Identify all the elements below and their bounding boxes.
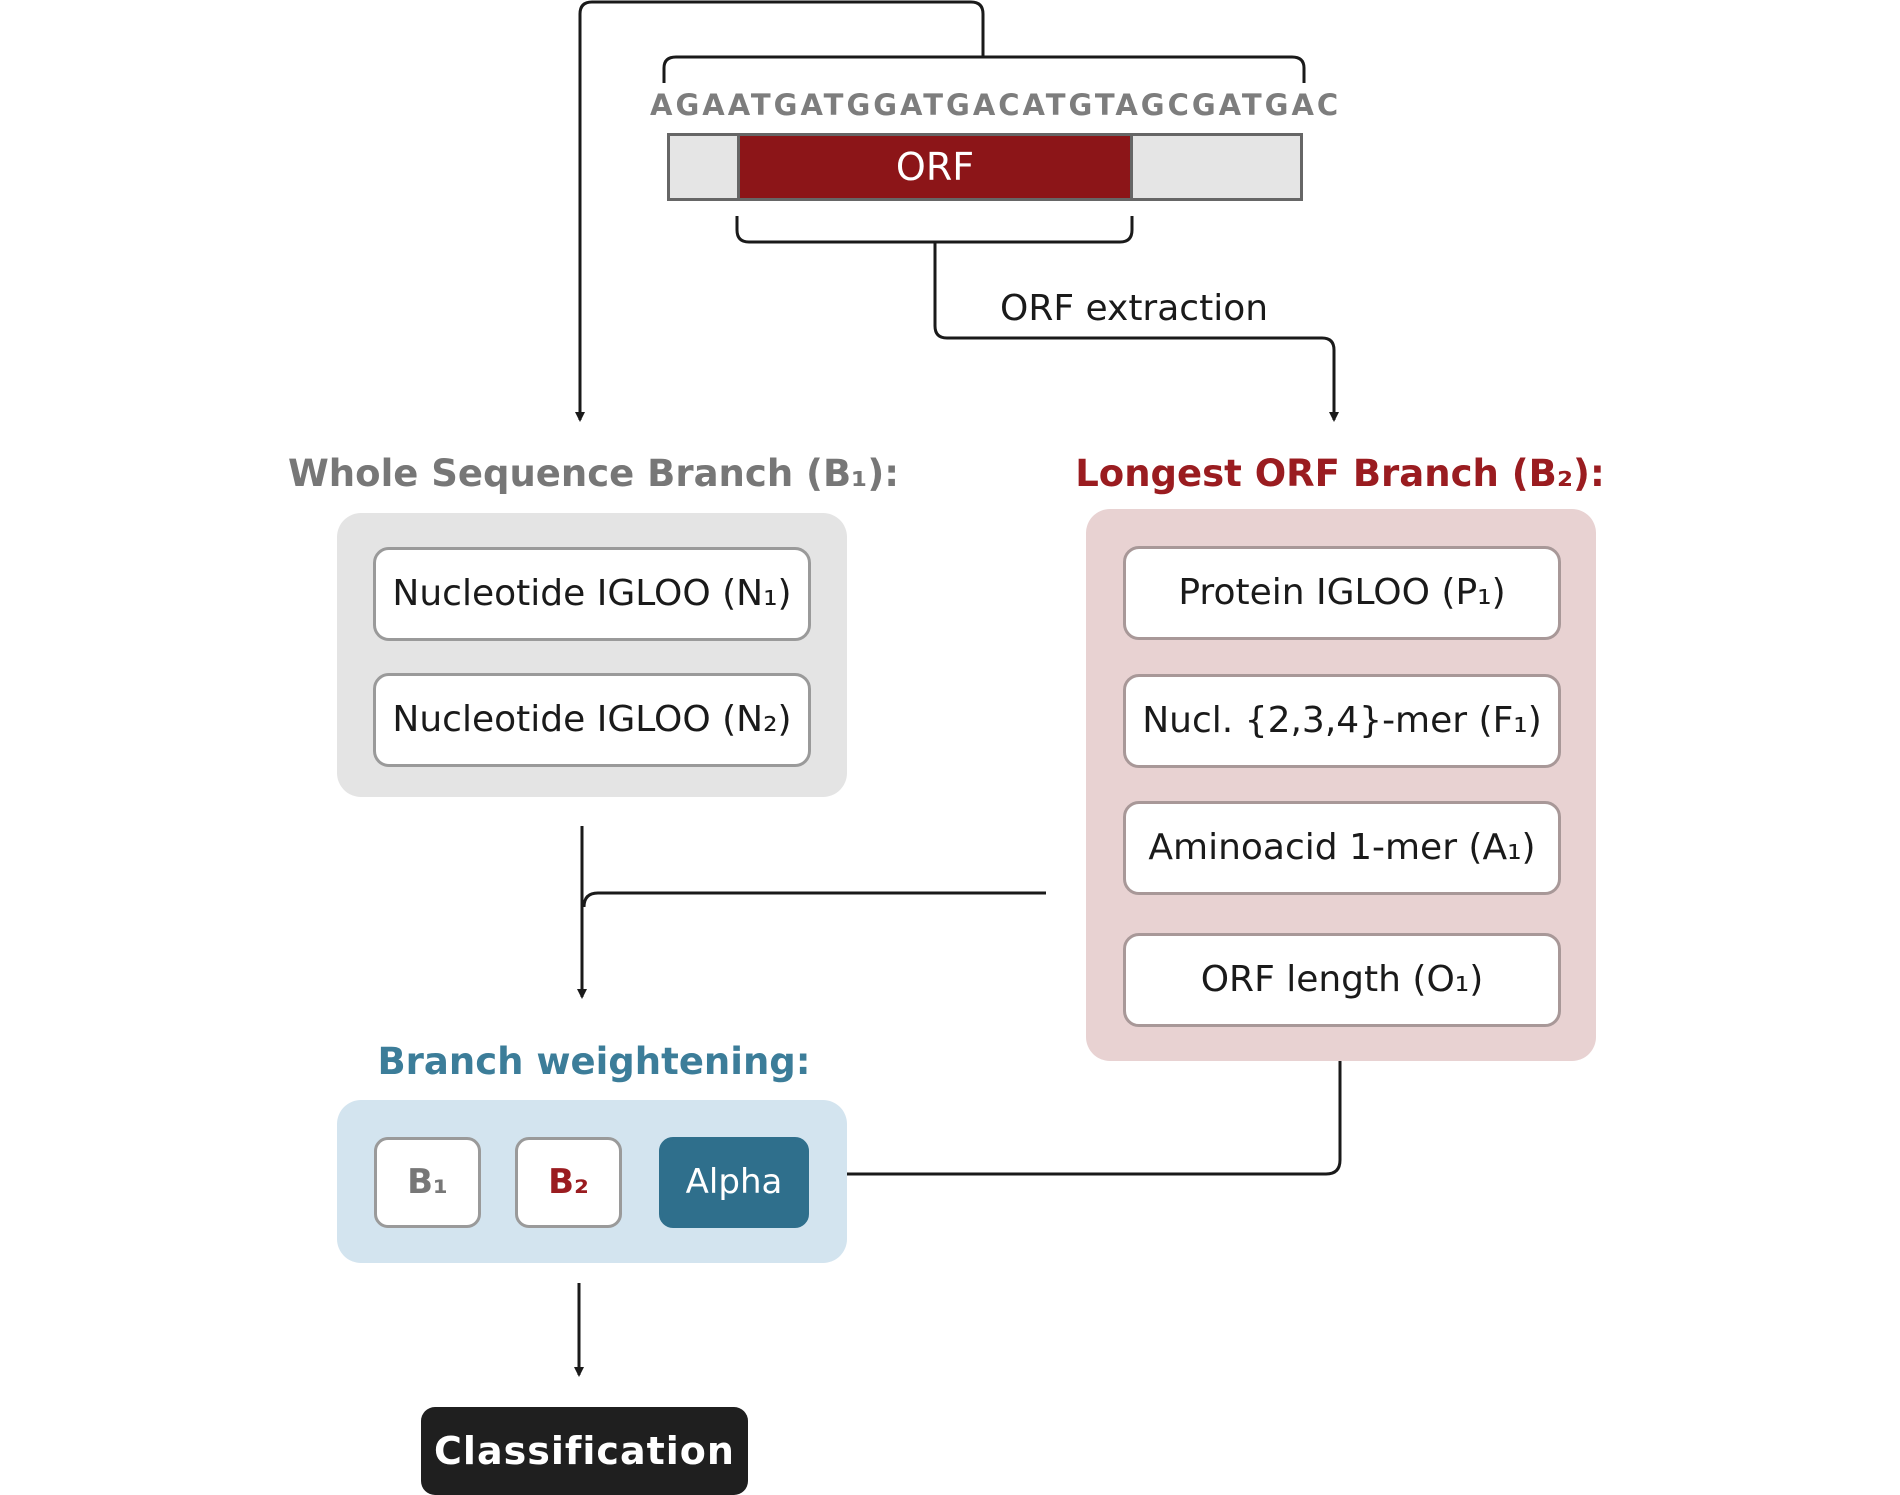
orf-segment: ORF xyxy=(737,136,1133,198)
whole-sequence-arrow xyxy=(575,0,985,422)
orf-extraction-label: ORF extraction xyxy=(1000,288,1269,329)
classification-box: Classification xyxy=(421,1407,748,1495)
branch1-title: Whole Sequence Branch (B₁): xyxy=(288,452,900,495)
branch2-title: Longest ORF Branch (B₂): xyxy=(1075,452,1605,495)
branch2-node: ORF length (O₁) xyxy=(1123,933,1561,1027)
sequence-top-bracket xyxy=(662,55,1306,83)
orf-extraction-arrow xyxy=(933,242,1339,422)
weighting-title: Branch weightening: xyxy=(377,1040,811,1083)
branch1-node: Nucleotide IGLOO (N₂) xyxy=(373,673,811,767)
weight-b2-box: B₂ xyxy=(515,1137,622,1228)
weight-alpha-box: Alpha xyxy=(659,1137,809,1228)
orf-bottom-bracket xyxy=(735,216,1134,244)
branch2-node: Aminoacid 1-mer (A₁) xyxy=(1123,801,1561,895)
orf-length-to-alpha-arrow xyxy=(811,1019,1342,1179)
nucleotide-sequence: AGAATGATGGATGACATGTAGCGATGAC xyxy=(650,88,1342,122)
branch2-node: Nucl. {2,3,4}-mer (F₁) xyxy=(1123,674,1561,768)
branch2-node: Protein IGLOO (P₁) xyxy=(1123,546,1561,640)
branch1-node: Nucleotide IGLOO (N₁) xyxy=(373,547,811,641)
weight-b1-box: B₁ xyxy=(374,1137,481,1228)
b2-to-weighting-line xyxy=(582,891,1046,908)
